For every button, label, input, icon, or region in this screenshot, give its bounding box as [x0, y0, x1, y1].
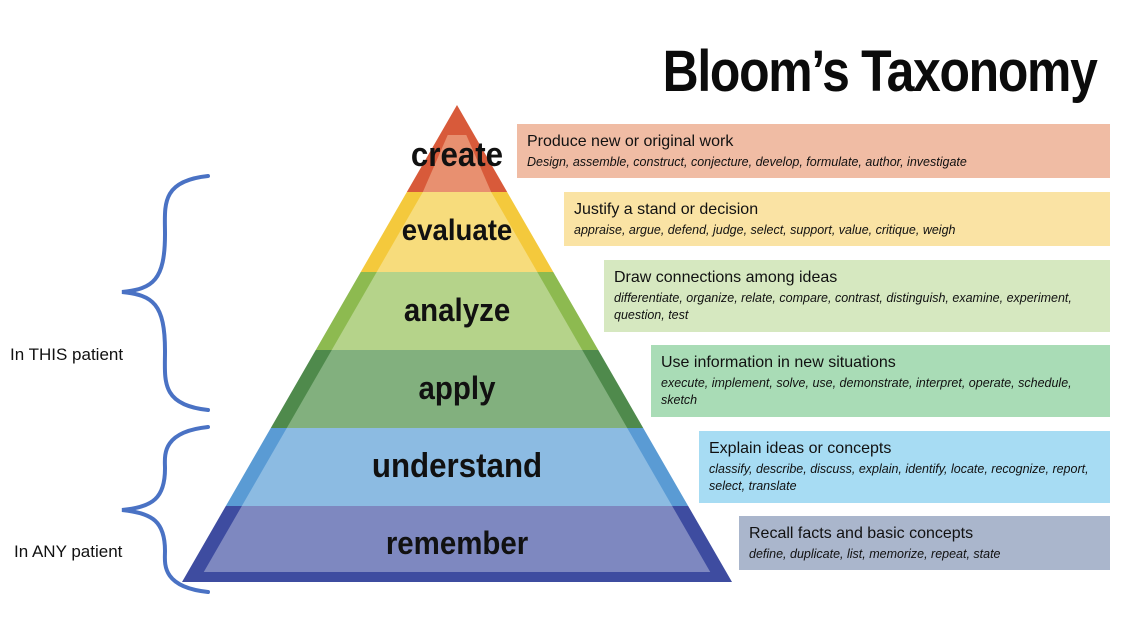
description-heading-analyze: Draw connections among ideas	[614, 269, 838, 286]
description-box-evaluate: Justify a stand or decision appraise, arg…	[564, 192, 1110, 246]
brace-this-patient	[121, 174, 210, 412]
pyramid-level-analyze	[331, 272, 583, 350]
level-label-analyze: analyze	[403, 291, 511, 328]
description-heading-create: Produce new or original work	[527, 133, 734, 150]
description-heading-remember: Recall facts and basic concepts	[749, 525, 974, 542]
group-label-any-patient: In ANY patient	[14, 542, 123, 561]
level-label-remember: remember	[385, 524, 529, 561]
description-verbs-analyze: differentiate, organize, relate, compare…	[614, 291, 1072, 322]
pyramid-level-apply	[286, 350, 628, 428]
level-label-evaluate: evaluate	[401, 214, 513, 247]
description-verbs-evaluate: appraise, argue, defend, judge, select, …	[574, 223, 956, 237]
description-heading-evaluate: Justify a stand or decision	[574, 201, 759, 218]
description-heading-understand: Explain ideas or concepts	[709, 440, 892, 457]
brace-any-patient	[121, 425, 210, 594]
level-label-understand: understand	[371, 446, 543, 485]
description-box-apply: Use information in new situations execute…	[651, 345, 1110, 417]
description-verbs-understand: classify, describe, discuss, explain, id…	[709, 462, 1089, 493]
pyramid-level-remember	[203, 506, 711, 572]
description-box-understand: Explain ideas or concepts classify, descr…	[699, 431, 1110, 503]
description-box-analyze: Draw connections among ideas differentiat…	[604, 260, 1110, 332]
pyramid-level-create	[422, 135, 492, 192]
description-verbs-remember: define, duplicate, list, memorize, repea…	[749, 547, 1001, 561]
pyramid-level-evaluate	[376, 192, 538, 272]
group-label-this-patient: In THIS patient	[10, 345, 124, 364]
description-heading-apply: Use information in new situations	[661, 354, 896, 371]
pyramid-level-understand	[241, 428, 673, 506]
description-verbs-create: Design, assemble, construct, conjecture,…	[527, 155, 967, 169]
description-verbs-apply: execute, implement, solve, use, demonstr…	[661, 376, 1072, 407]
level-label-create: create	[410, 135, 504, 174]
description-box-remember: Recall facts and basic concepts define, d…	[739, 516, 1110, 570]
level-label-apply: apply	[418, 369, 496, 406]
page-title: Bloom’s Taxonomy	[663, 39, 1098, 104]
